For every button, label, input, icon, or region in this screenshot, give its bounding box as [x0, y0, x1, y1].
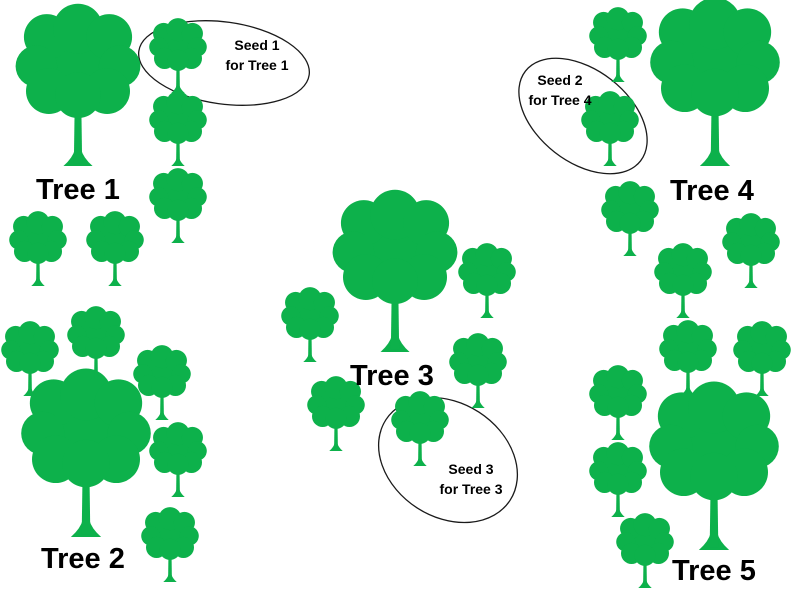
- tree-5-icon: [649, 381, 779, 550]
- seed-1-target: for Tree 1: [225, 57, 289, 73]
- seedling-tree-icon-12: [281, 287, 339, 362]
- seed-2-target: for Tree 4: [528, 92, 592, 108]
- seedling-tree-icon-8: [133, 345, 191, 420]
- tree-1-label: Tree 1: [36, 174, 120, 206]
- tree-2-label: Tree 2: [41, 543, 125, 575]
- seed-3-annotation: Seed 3 for Tree 3: [426, 459, 516, 499]
- seedling-tree-icon-13: [449, 333, 507, 408]
- tree-5-label: Tree 5: [672, 555, 756, 587]
- seedling-tree-icon-19: [722, 213, 780, 288]
- seedling-tree-icon-3: [149, 168, 207, 243]
- seedling-tree-icon-18: [601, 181, 659, 256]
- seed-1-title: Seed 1: [234, 37, 280, 53]
- tree-4-icon: [650, 0, 780, 166]
- seedling-tree-icon-6: [1, 321, 59, 396]
- tree-3-label: Tree 3: [350, 360, 434, 392]
- seedling-tree-icon-16: [589, 7, 647, 82]
- seedling-tree-icon-4: [9, 211, 67, 286]
- seedling-tree-icon-25: [616, 513, 674, 588]
- seed-2-title: Seed 2: [537, 72, 583, 88]
- seedling-tree-icon-5: [86, 211, 144, 286]
- seedling-tree-icon-2: [149, 91, 207, 166]
- seedling-tree-icon-14: [307, 376, 365, 451]
- tree-4-label: Tree 4: [670, 175, 754, 207]
- seedling-tree-icon-22: [733, 321, 791, 396]
- seedling-tree-icon-10: [141, 507, 199, 582]
- seed-2-annotation: Seed 2 for Tree 4: [518, 70, 602, 110]
- seedling-tree-icon-21: [659, 320, 717, 395]
- tree-1-icon: [15, 3, 141, 166]
- seed-1-annotation: Seed 1 for Tree 1: [211, 35, 303, 75]
- seed-2-ellipse: [518, 57, 648, 175]
- seedling-tree-icon-7: [67, 306, 125, 381]
- seed-1-ellipse: [137, 20, 311, 106]
- tree-3-icon: [332, 189, 458, 352]
- seedling-tree-icon-1: [149, 18, 207, 93]
- seed-3-ellipse: [377, 396, 519, 524]
- seedling-tree-icon-17: [581, 91, 639, 166]
- seedling-tree-icon-24: [589, 442, 647, 517]
- seedling-tree-icon-20: [654, 243, 712, 318]
- tree-2-icon: [21, 368, 151, 537]
- seedling-tree-icon-15: [391, 391, 449, 466]
- seedling-tree-icon-23: [589, 365, 647, 440]
- seedling-tree-icon-9: [149, 422, 207, 497]
- seedling-tree-icon-11: [458, 243, 516, 318]
- seed-3-target: for Tree 3: [439, 481, 503, 497]
- seed-3-title: Seed 3: [448, 461, 494, 477]
